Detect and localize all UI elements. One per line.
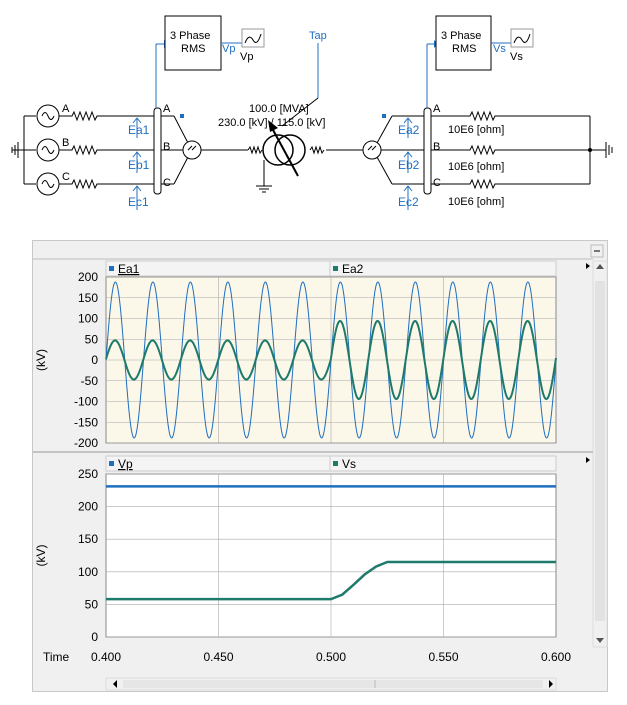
primary-bus-phase-c: C [163,177,171,189]
x-tick-label: 0.450 [203,650,233,664]
transformer-voltage: 230.0 [kV] / 115.0 [kV] [218,117,325,129]
plot-panel: 200 150 100 50 0 -50 -100 -150 -200 (kV) Ea1 Ea2 25… [32,240,608,692]
legend-swatch [109,461,114,466]
y-tick-label: 100 [78,312,98,326]
graph1-expand-icon[interactable] [586,263,590,269]
y-tick-label: -50 [81,374,99,388]
y-tick-label: -150 [74,415,98,429]
y-tick-label: 100 [78,565,98,579]
meter-ec1-label[interactable]: Ec1 [128,195,149,209]
vs-signal-label: Vs [510,51,523,63]
secondary-bus-phase-b: B [433,141,440,153]
x-tick-label: 0.550 [428,650,458,664]
transformer-rating: 100.0 [MVA] [249,103,309,115]
primary-bus[interactable] [153,107,162,195]
horizontal-scrollbar[interactable] [105,677,557,691]
y-axis-label: (kV) [34,545,48,567]
y-tick-label: 200 [78,270,98,284]
meter-ea2-label[interactable]: Ea2 [398,123,420,137]
legend-item-ea2[interactable]: Ea2 [342,262,364,276]
transformer-ground-icon [256,185,272,193]
left-ground-icon [11,142,19,158]
y-tick-label: 200 [78,500,98,514]
source-phase-b-label: B [62,137,69,149]
svg-text:RMS: RMS [452,43,476,55]
transformer-icon[interactable] [262,120,306,177]
legend-swatch [333,461,338,466]
voltage-source-b-icon[interactable] [36,138,60,162]
x-axis-ticks: 0.400 0.450 0.500 0.550 0.600 [91,650,571,664]
series-ea2-line [105,319,557,401]
source-resistors [59,110,158,190]
y-tick-label: -200 [74,436,98,450]
y-tick-label: 50 [85,332,99,346]
y-tick-label: 250 [78,467,98,481]
vp-signal-label: Vp [240,51,253,63]
load-resistor-a-label: 10E6 [ohm] [448,124,504,136]
vp-signal-meter-icon[interactable] [241,28,265,48]
x-tick-label: 0.400 [91,650,121,664]
series-vs-line [106,560,556,601]
secondary-bus-phase-a: A [433,103,441,115]
meter-eb1-label[interactable]: Eb1 [128,158,150,172]
graph-upper: 200 150 100 50 0 -50 -100 -150 -200 (kV) Ea1 Ea2 [34,260,557,450]
y-tick-label: -100 [74,395,98,409]
legend-swatch [109,266,114,271]
circuit-schematic: A B C A B C Ea1 Eb1 Ec1 3 Phase RMS Vp [11,15,613,210]
load-resistor-c-label: 10E6 [ohm] [448,196,504,208]
y-tick-label: 50 [85,597,99,611]
y-tick-label: 0 [91,353,98,367]
legend-item-vp[interactable]: Vp [118,457,133,471]
rms-left-output-label: Vp [222,43,235,55]
x-tick-label: 0.500 [316,650,346,664]
svg-text:RMS: RMS [181,43,205,55]
secondary-bus[interactable] [423,107,432,195]
tap-label[interactable]: Tap [309,30,327,42]
vs-signal-meter-icon[interactable] [510,28,534,48]
source-phase-c-label: C [62,171,70,183]
y-tick-label: 150 [78,291,98,305]
source-phase-a-label: A [62,103,70,115]
primary-bus-phase-b: B [163,141,170,153]
meter-ea1-label[interactable]: Ea1 [128,123,150,137]
right-ground-icon [605,142,613,158]
plot-canvas: 200 150 100 50 0 -50 -100 -150 -200 (kV) Ea1 Ea2 25… [33,244,608,691]
load-resistors [431,110,606,190]
primary-bus-phase-a: A [163,103,171,115]
svg-text:3 Phase: 3 Phase [170,30,210,42]
voltage-source-a-icon[interactable] [36,104,60,128]
rms-right-output-label: Vs [493,43,506,55]
load-resistor-b-label: 10E6 [ohm] [448,161,504,173]
voltage-source-c-icon[interactable] [36,172,60,196]
y-tick-label: 150 [78,532,98,546]
x-tick-label: 0.600 [541,650,571,664]
legend-item-vs[interactable]: Vs [342,457,356,471]
graph2-expand-icon[interactable] [586,457,590,463]
rms-block-left[interactable]: 3 Phase RMS [164,15,222,71]
graph-lower: 250 200 150 100 50 0 (kV) Vp Vs [34,455,557,644]
secondary-bus-phase-c: C [433,177,441,189]
legend-swatch [333,266,338,271]
vertical-scrollbar[interactable] [592,260,608,648]
time-axis-label: Time [43,650,70,664]
y-tick-label: 0 [91,630,98,644]
meter-eb2-label[interactable]: Eb2 [398,158,420,172]
legend-item-ea1[interactable]: Ea1 [118,262,140,276]
meter-ec2-label[interactable]: Ec2 [398,195,419,209]
legend-bar [105,260,557,277]
svg-text:3 Phase: 3 Phase [441,30,481,42]
legend-bar [105,455,557,472]
rms-block-right[interactable]: 3 Phase RMS [435,15,492,71]
y-axis-label: (kV) [34,349,48,371]
